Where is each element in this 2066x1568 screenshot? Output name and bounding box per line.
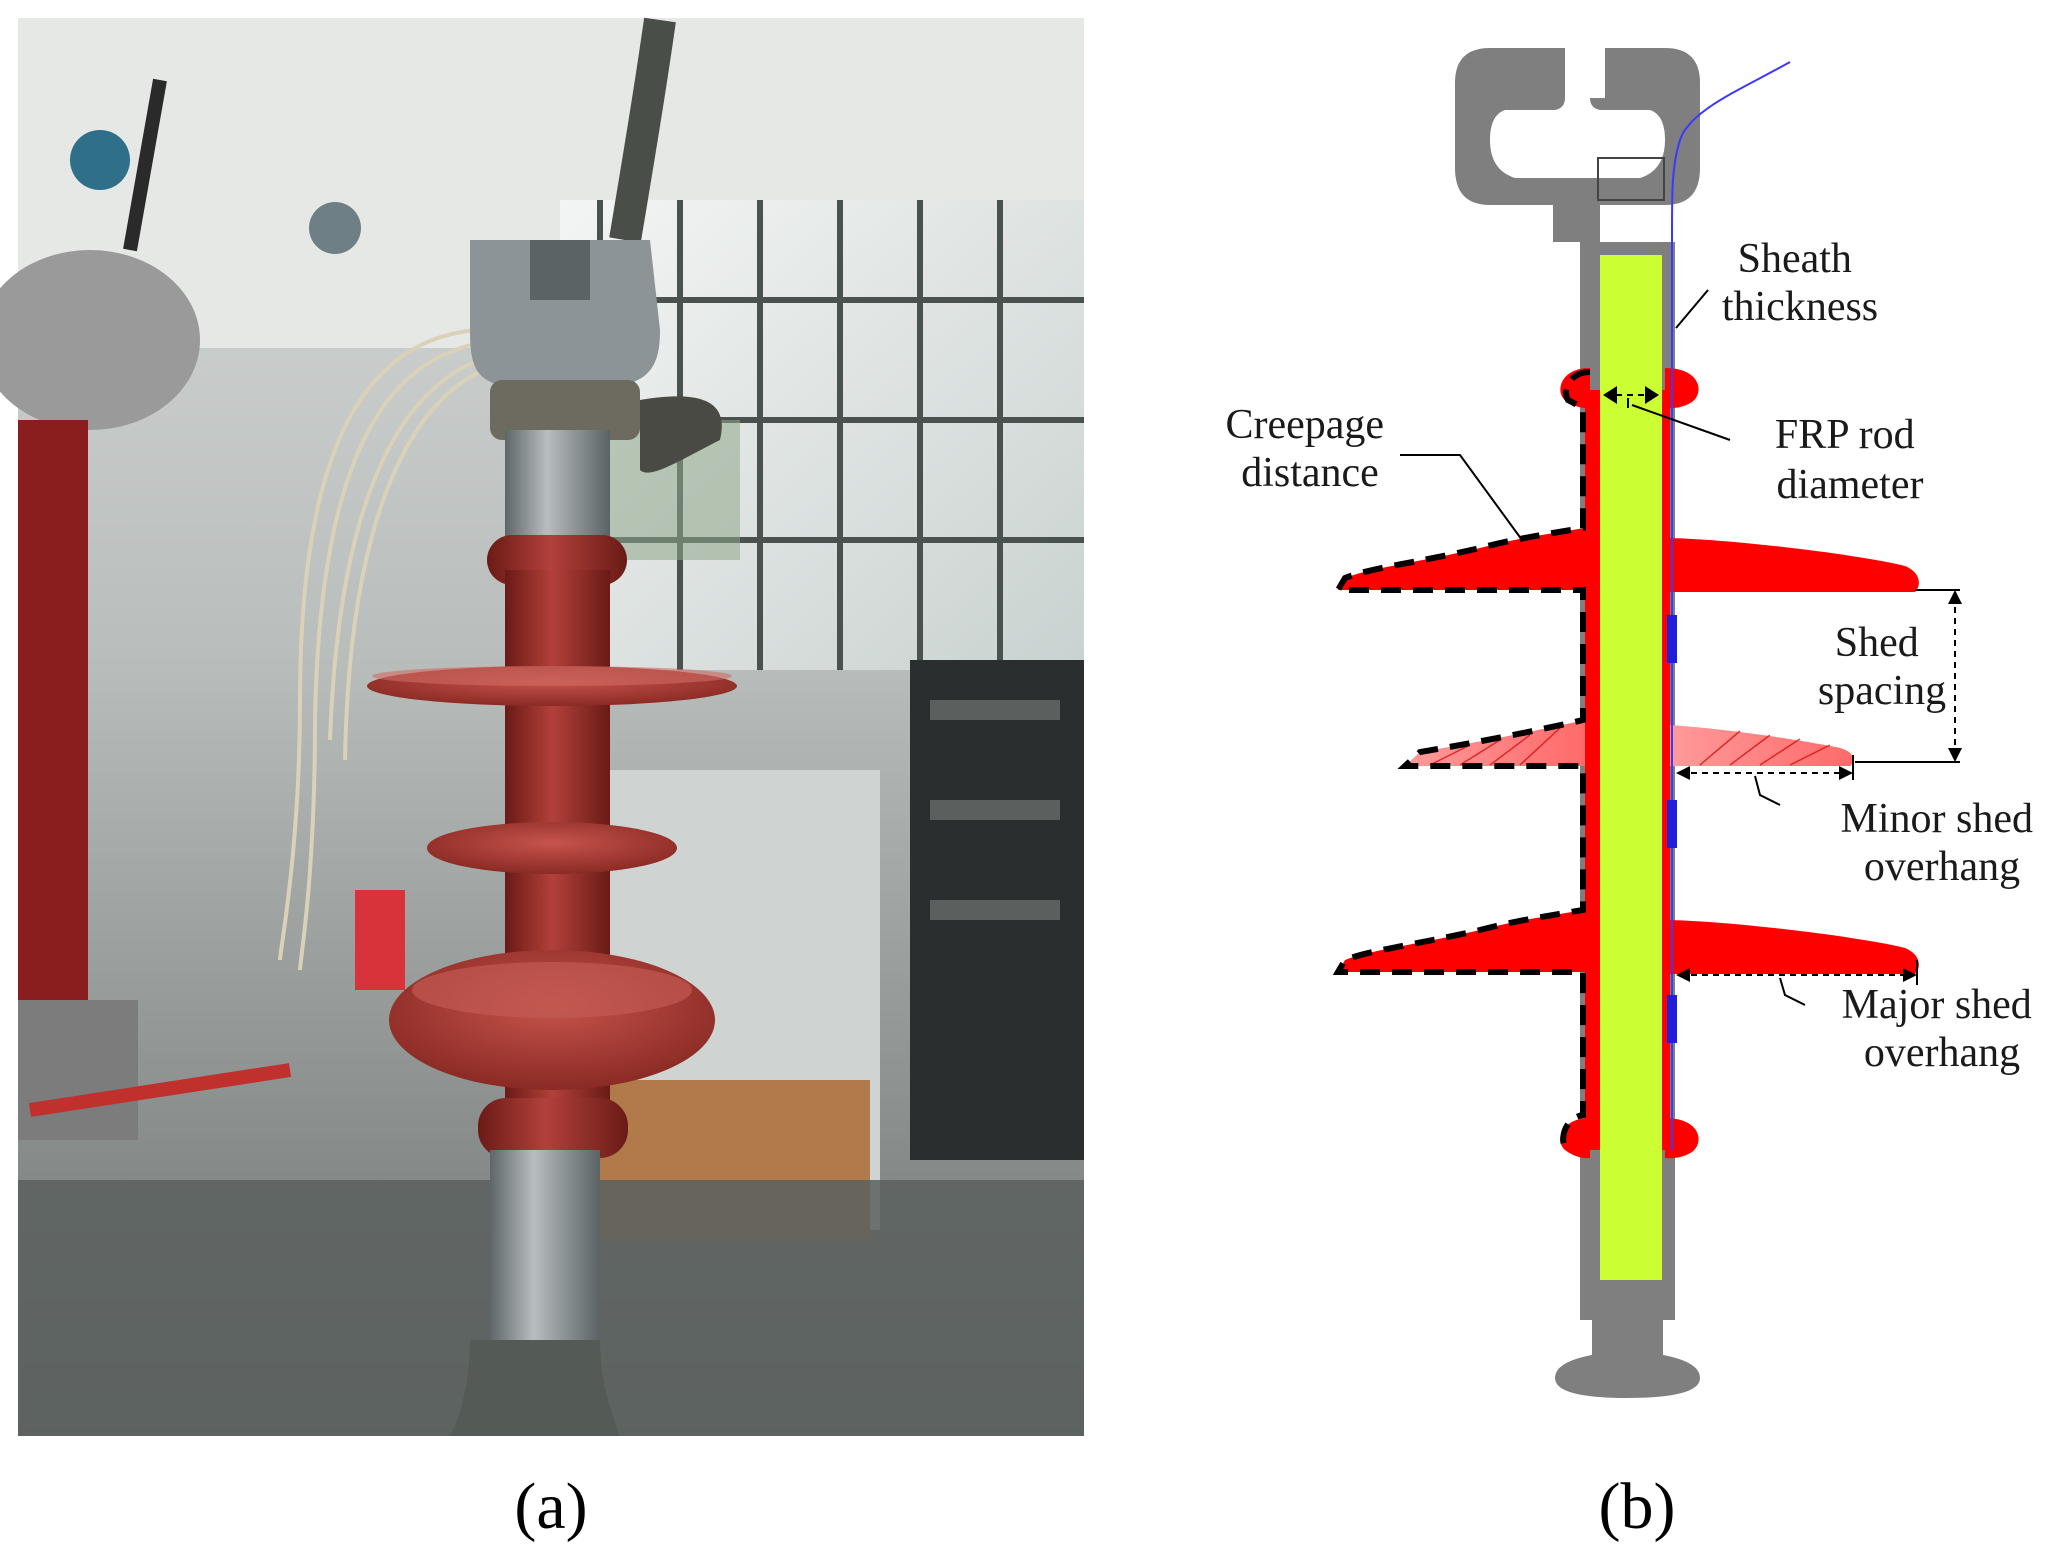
panel-a-caption: (a) <box>514 1470 587 1543</box>
creepage-leader <box>1400 454 1523 541</box>
sheath-line <box>1671 61 1791 1150</box>
insulator-specimen <box>278 17 737 1436</box>
frp-diameter-arrow <box>1603 386 1731 441</box>
sheath-leader <box>1675 289 1709 329</box>
bottom-end-fitting <box>1555 1290 1700 1398</box>
minor-shed <box>1405 720 1854 766</box>
label-major-shed-overhang: Major shed overhang <box>1842 982 2043 1076</box>
minor-overhang-dimension <box>1676 755 1854 806</box>
label-shed-spacing: Shed spacing <box>1818 620 1946 714</box>
label-minor-shed-overhang: Minor shed overhang <box>1841 796 2044 890</box>
label-frp-rod-diameter: FRP rod diameter <box>1775 412 1925 508</box>
panel-a-photo <box>0 17 1084 1436</box>
fitting-inner-slot <box>1597 157 1665 201</box>
creepage-dashed-path <box>1332 369 1591 1150</box>
top-end-fitting <box>1455 48 1700 242</box>
label-creepage-distance: Creepage distance <box>1225 402 1394 496</box>
panel-b-schematic: Sheath thickness FRP rod diameter Creepa… <box>1225 48 2044 1398</box>
panel-b-caption: (b) <box>1599 1470 1676 1543</box>
frp-rod <box>1600 255 1662 1280</box>
background-equipment-left <box>0 78 361 1140</box>
label-sheath-thickness: Sheath thickness <box>1722 236 1878 330</box>
major-overhang-dimension <box>1676 960 1918 1006</box>
shed-spacing-dimension <box>1855 589 1962 763</box>
sheath-markers <box>1667 615 1677 1043</box>
